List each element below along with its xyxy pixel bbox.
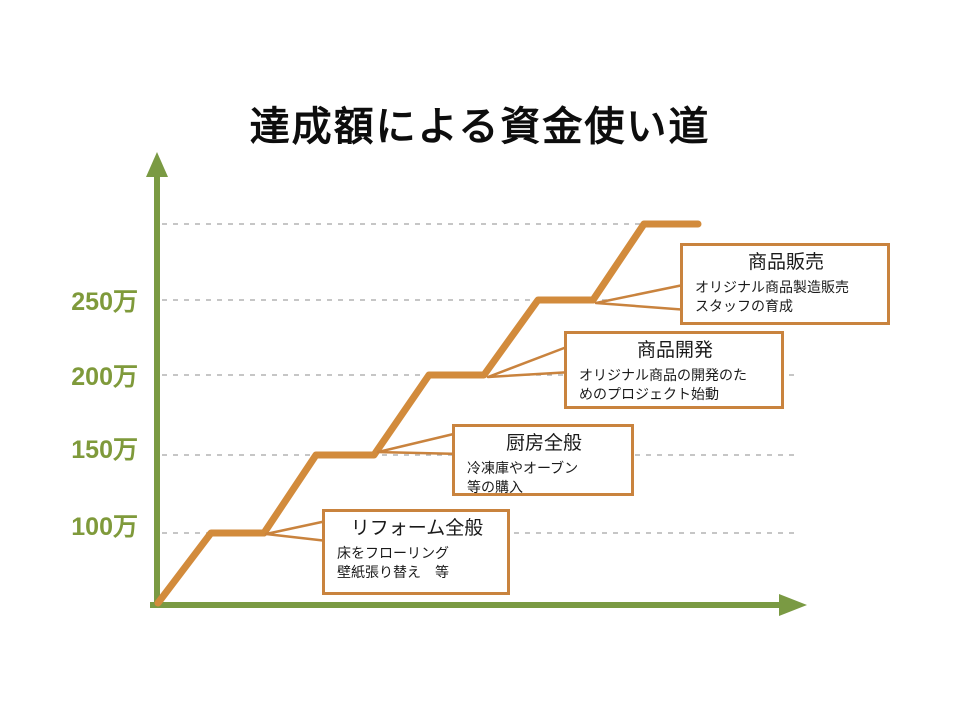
- callout-body-line: 壁紙張り替え 等: [337, 564, 449, 581]
- callout-body-line: オリジナル商品の開発のた: [579, 366, 747, 383]
- y-axis-arrow: [146, 152, 168, 177]
- callout-body-line: 冷凍庫やオーブン: [467, 459, 579, 476]
- callout-product-dev: 商品開発 オリジナル商品の開発のた めのプロジェクト始動: [564, 331, 784, 409]
- callout-body-line: オリジナル商品製造販売: [695, 278, 849, 295]
- y-tick-label-150: 150万: [71, 436, 138, 464]
- step-line: [154, 220, 702, 607]
- callout-title: 商品開発: [636, 340, 713, 361]
- x-axis-arrow: [779, 594, 807, 616]
- y-tick-label-100: 100万: [71, 513, 138, 541]
- callout-product-sales: 商品販売 オリジナル商品製造販売 スタッフの育成: [680, 243, 890, 325]
- y-tick-label-250: 250万: [71, 288, 138, 316]
- callout-title: 厨房全般: [505, 433, 582, 454]
- callout-body-line: 床をフローリング: [337, 544, 449, 561]
- callout-body-line: 等の購入: [467, 479, 523, 496]
- callout-body-line: めのプロジェクト始動: [579, 386, 719, 403]
- callout-title: リフォーム全般: [350, 518, 484, 539]
- callout-kitchen: 厨房全般 冷凍庫やオーブン 等の購入: [452, 424, 634, 496]
- y-tick-label-200: 200万: [71, 363, 138, 391]
- callout-title: 商品販売: [747, 252, 824, 273]
- chart-title: 達成額による資金使い道: [249, 105, 711, 149]
- callout-tail: [594, 282, 690, 312]
- callout-body-line: スタッフの育成: [695, 298, 793, 315]
- callout-reform: リフォーム全般 床をフローリング 壁紙張り替え 等: [322, 509, 510, 595]
